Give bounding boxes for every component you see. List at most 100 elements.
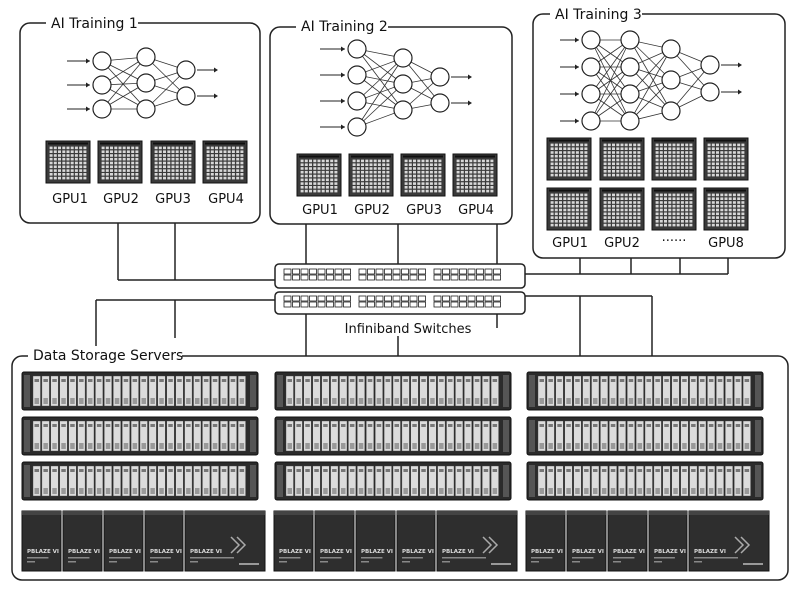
gpu-chip-cell bbox=[373, 167, 377, 170]
drive-bay-vent bbox=[456, 398, 462, 404]
drive-bay-latch bbox=[610, 379, 616, 382]
gpu-chip-cell bbox=[154, 169, 158, 172]
drive-bay-vent bbox=[448, 398, 453, 404]
gpu-chip-cell bbox=[382, 174, 386, 178]
gpu-chip-cell bbox=[118, 146, 122, 150]
gpu-chip-cell bbox=[563, 173, 567, 177]
gpu-chip-cell bbox=[114, 161, 118, 165]
drive-bay bbox=[348, 375, 357, 407]
gpu-chip-cell bbox=[633, 208, 637, 212]
drive-bay bbox=[303, 465, 312, 497]
drive-bay bbox=[707, 465, 716, 497]
drive-bay-latch bbox=[628, 469, 634, 472]
gpu-chip-icon bbox=[703, 187, 749, 231]
drive-bay-vent bbox=[439, 398, 444, 404]
ssd-drive-icon: PBLAZE VI bbox=[21, 510, 62, 572]
gpu-chip-cell bbox=[707, 223, 711, 227]
switch-port bbox=[309, 274, 317, 281]
gpu-chip-cell bbox=[382, 170, 386, 174]
gpu-chip-cell bbox=[53, 176, 57, 180]
gpu-chip-cell bbox=[664, 151, 667, 154]
nn-output-arrowhead bbox=[738, 62, 742, 68]
drive-bay bbox=[166, 420, 175, 452]
gpu-chip-cell bbox=[655, 147, 659, 150]
drive-bay-vent bbox=[557, 398, 562, 404]
gpu-chip-cell bbox=[668, 173, 672, 177]
nn-edge bbox=[629, 39, 672, 112]
gpu-chip-cell bbox=[624, 154, 628, 158]
gpu-chip-cell bbox=[300, 170, 304, 174]
gpu-chip-cell bbox=[659, 223, 663, 227]
gpu-chip-cell bbox=[377, 167, 381, 170]
drive-bay-latch bbox=[628, 424, 634, 427]
gpu-chip-cell bbox=[105, 157, 109, 161]
gpu-chip-cell bbox=[429, 170, 433, 174]
gpu-chip-cell bbox=[637, 151, 641, 154]
gpu-chip-cell bbox=[304, 178, 308, 182]
drive-bay-vent bbox=[114, 488, 120, 494]
gpu-chip-cell bbox=[607, 151, 611, 154]
gpu-chip-cell bbox=[620, 166, 624, 169]
gpu-chip-cell bbox=[167, 165, 171, 169]
gpu-chip-cell bbox=[373, 159, 377, 163]
gpu-chip-cell bbox=[737, 216, 741, 219]
gpu-chip-cell bbox=[741, 197, 745, 200]
gpu-chip-cell bbox=[101, 169, 105, 172]
gpu-chip-cell bbox=[215, 169, 218, 172]
gpu-chip-edge bbox=[351, 155, 391, 158]
gpu-chip-cell bbox=[633, 158, 637, 162]
nn-output-arrowhead bbox=[214, 93, 218, 99]
gpu-chip-cell bbox=[386, 163, 390, 166]
gpu-chip-cell bbox=[563, 143, 567, 147]
drive-bay-latch bbox=[168, 469, 173, 472]
gpu-chip-cell bbox=[550, 197, 554, 200]
drive-bay-vent bbox=[655, 443, 660, 449]
gpu-chip-cell bbox=[231, 161, 235, 165]
gpu-chip-cell bbox=[633, 147, 637, 150]
gpu-chip-cell bbox=[612, 220, 615, 223]
gpu-chip-cell bbox=[58, 176, 61, 180]
server-ear-right bbox=[250, 375, 256, 407]
gpu-chip-cell bbox=[473, 182, 477, 185]
gpu-chip-cell bbox=[676, 147, 680, 150]
gpu-chip-cell bbox=[676, 158, 680, 162]
drive-bay bbox=[446, 375, 455, 407]
gpu-chip-cell bbox=[664, 147, 667, 150]
gpu-chip-cell bbox=[689, 154, 693, 158]
gpu-chip-cell bbox=[154, 176, 158, 180]
gpu-chip-cell bbox=[728, 193, 732, 197]
gpu-chip-cell bbox=[83, 176, 87, 180]
gpu-chip-cell bbox=[741, 158, 745, 162]
drive-bay-latch bbox=[744, 379, 750, 382]
gpu-chip-cell bbox=[559, 151, 562, 154]
drive-bay-latch bbox=[186, 424, 191, 427]
drive-bay-latch bbox=[575, 424, 580, 427]
gpu-chip-cell bbox=[612, 162, 615, 166]
gpu-chip-cell bbox=[628, 197, 632, 200]
drive-bay bbox=[375, 375, 383, 407]
drive-bay-latch bbox=[70, 379, 75, 382]
gpu-chip-cell bbox=[58, 165, 61, 169]
gpu-chip-cell bbox=[377, 174, 381, 178]
drive-bay bbox=[68, 465, 77, 497]
gpu-chip-cell bbox=[184, 176, 188, 180]
gpu-chip-cell bbox=[469, 170, 473, 174]
gpu-chip-cell bbox=[382, 186, 386, 189]
gpu-chip-cell bbox=[580, 151, 584, 154]
gpu-chip-cell bbox=[231, 173, 235, 176]
gpu-chip-cell bbox=[672, 216, 676, 219]
nn-input-arrowhead bbox=[86, 106, 90, 112]
gpu-chip-cell bbox=[689, 216, 693, 219]
gpu-chip-icon bbox=[599, 137, 645, 181]
ssd-subtext bbox=[572, 557, 594, 559]
gpu-chip-cell bbox=[382, 189, 386, 193]
drive-bay-vent bbox=[230, 398, 236, 404]
drive-bay bbox=[383, 420, 392, 452]
gpu-chip-cell bbox=[737, 193, 741, 197]
gpu-chip-cell bbox=[421, 163, 425, 166]
drive-bay-latch bbox=[376, 469, 382, 472]
switch-port bbox=[384, 274, 392, 281]
drive-bay-latch bbox=[465, 469, 471, 472]
cluster-title-3: AI Training 3 bbox=[555, 7, 642, 23]
ssd-subtext bbox=[320, 561, 328, 563]
